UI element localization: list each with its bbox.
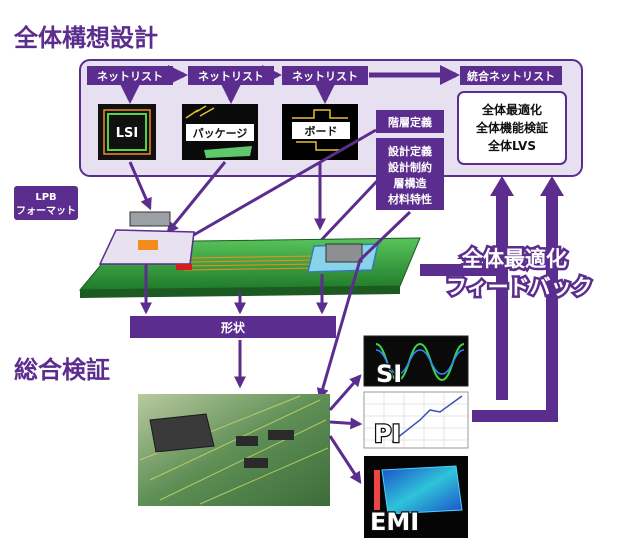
- netlist-box-1: [87, 66, 173, 85]
- feedback-loop: [420, 176, 564, 422]
- design-item-1: 設計定義: [388, 144, 432, 158]
- si-analysis: SI: [363, 335, 469, 389]
- design-item-2: 設計制約: [388, 160, 432, 174]
- board-image: [138, 394, 330, 506]
- netlist-label-2: ネットリスト: [198, 70, 264, 83]
- optimization-item-2: 全体機能検証: [475, 120, 548, 135]
- analysis-flow-arrows: [328, 374, 363, 485]
- shape-label: 形状: [221, 320, 246, 335]
- title-design: 全体構想設計: [13, 24, 158, 52]
- lsi-label: LSI: [116, 126, 138, 141]
- pi-analysis: PI: [363, 391, 469, 449]
- design-item-4: 材料特性: [388, 192, 432, 206]
- feedback-line-2: フィードバック: [446, 275, 593, 299]
- design-item-3: 層構造: [394, 176, 428, 190]
- netlist-box-2: [188, 66, 274, 85]
- hierarchy-box: [376, 110, 444, 133]
- lpb-format-box: [14, 186, 78, 220]
- package-label: パッケージ: [193, 127, 248, 140]
- hierarchy-label: 階層定義: [388, 115, 432, 129]
- netlist-box-3: [282, 66, 368, 85]
- emi-label: EMI: [370, 508, 419, 536]
- emi-analysis: EMI: [364, 456, 468, 538]
- shape-box: [130, 316, 336, 338]
- design-items-flow-arrow: [316, 210, 412, 401]
- design-items-box: [376, 138, 444, 210]
- optimization-box: [457, 91, 567, 165]
- pcb-assembly: [78, 211, 421, 298]
- feedback-line-1: 全体最適化: [461, 247, 567, 271]
- board-component: ボード: [282, 104, 358, 160]
- lpb-format-line-2: フォーマット: [16, 205, 76, 217]
- lsi-component: LSI: [98, 104, 156, 160]
- optimization-item-1: 全体最適化: [481, 102, 542, 117]
- si-label: SI: [376, 360, 402, 388]
- optimization-item-3: 全体LVS: [487, 138, 536, 153]
- lpb-format-line-1: LPB: [35, 192, 56, 203]
- netlist-label-1: ネットリスト: [97, 70, 163, 83]
- integrated-netlist-label: 統合ネットリスト: [467, 69, 555, 83]
- netlist-label-3: ネットリスト: [292, 70, 358, 83]
- pi-label: PI: [374, 420, 401, 448]
- shape-flow-arrows: [140, 264, 328, 389]
- integrated-netlist-box: [460, 66, 562, 85]
- board-label: ボード: [305, 124, 338, 138]
- netlist-flow-arrows: [120, 65, 460, 104]
- title-verify: 総合検証: [14, 356, 110, 384]
- package-component: パッケージ: [182, 104, 258, 160]
